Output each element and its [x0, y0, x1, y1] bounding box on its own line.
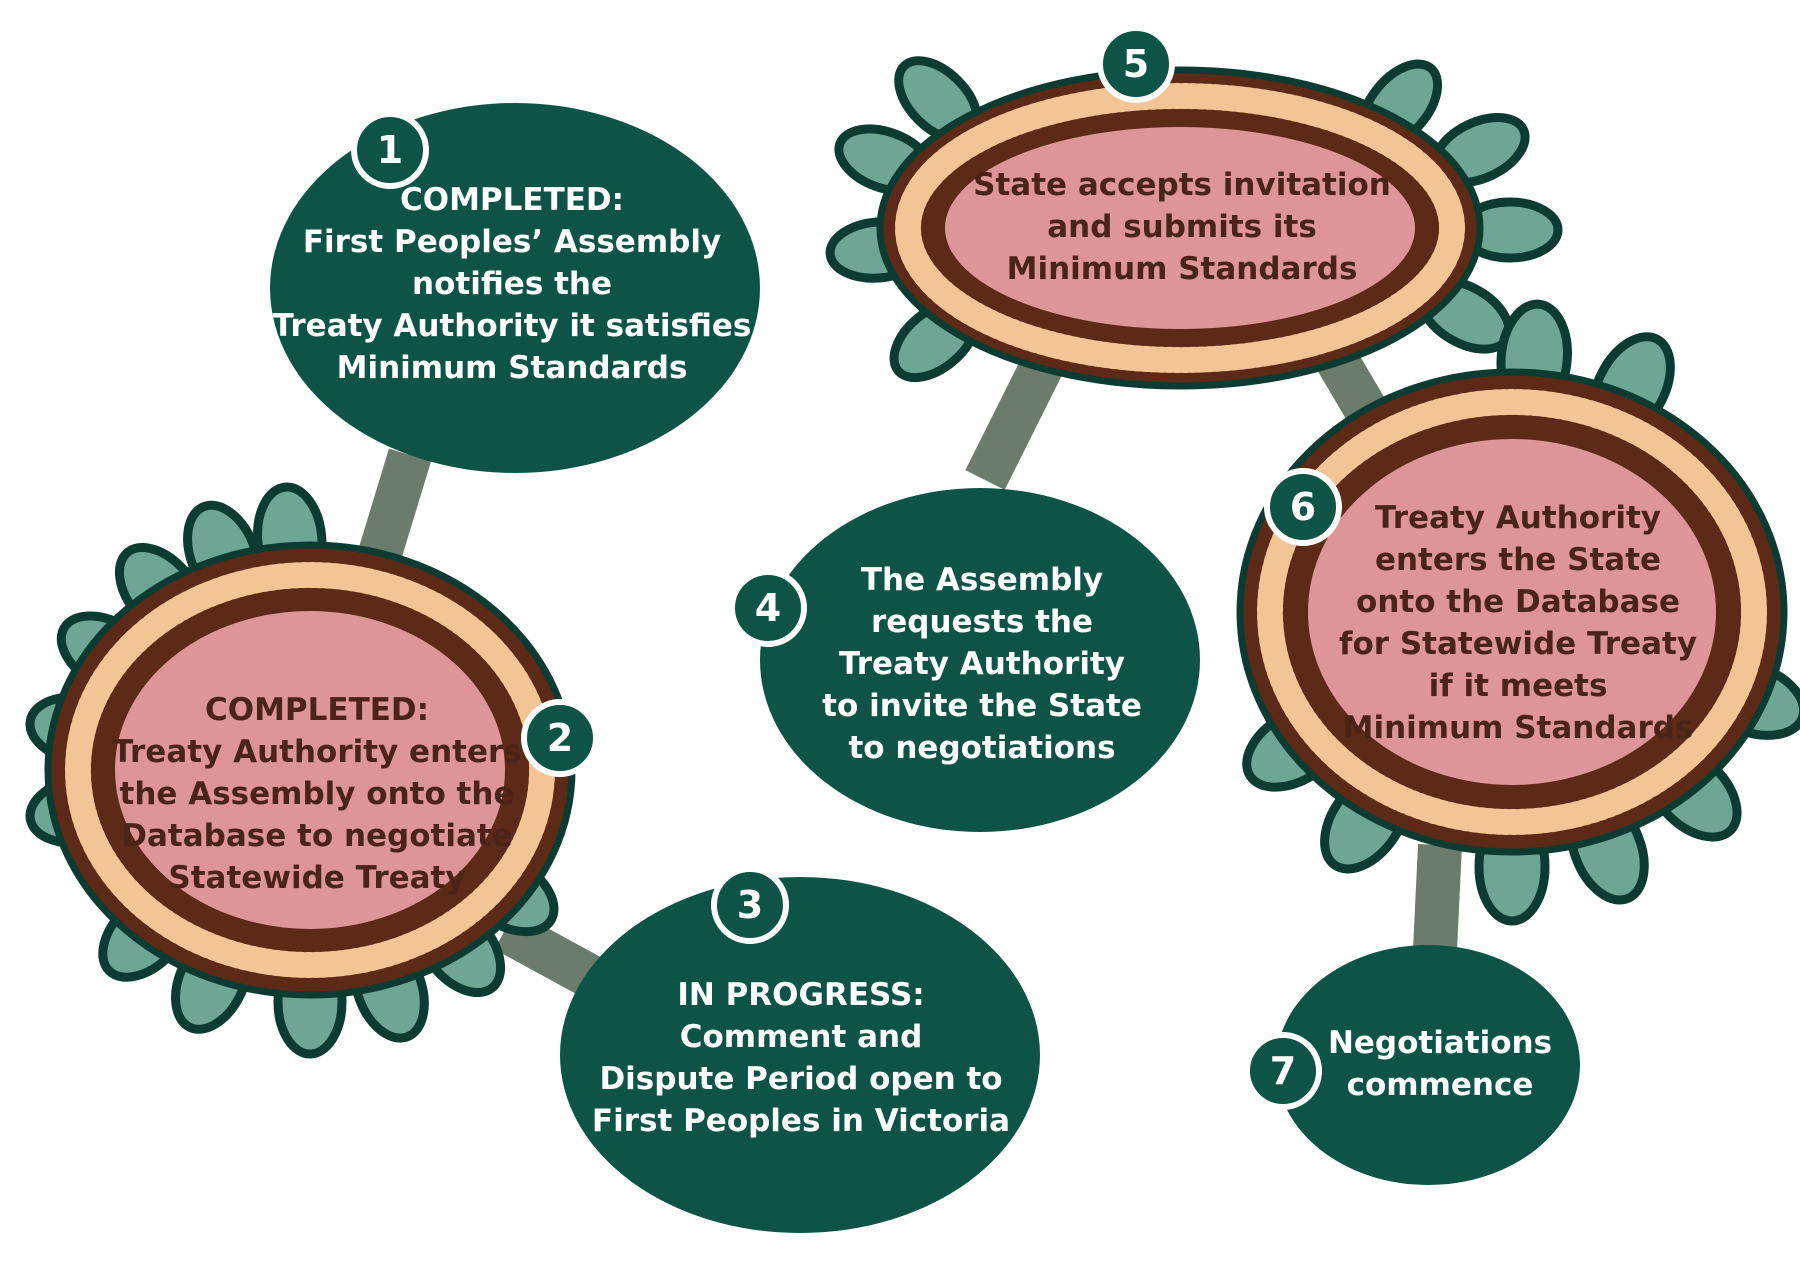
step-3-line: First Peoples in Victoria	[592, 1103, 1010, 1139]
step-5-line: Minimum Standards	[1007, 251, 1358, 287]
step-1-line: COMPLETED:	[400, 182, 624, 218]
step-2-line: the Assembly onto the	[120, 776, 515, 812]
step-1-badge: 1	[351, 111, 429, 189]
step-6: Treaty Authority enters the State onto t…	[1236, 299, 1800, 926]
step-2-line: Treaty Authority enters	[112, 734, 521, 770]
step-6-line: if it meets	[1429, 668, 1608, 704]
step-5-text: State accepts invitation and submits its…	[973, 167, 1391, 287]
step-4-line: The Assembly	[861, 562, 1103, 598]
step-1-oval	[270, 103, 760, 473]
step-5-number: 5	[1123, 42, 1149, 86]
step-3-number: 3	[737, 883, 763, 927]
step-5-line: State accepts invitation	[973, 167, 1391, 203]
step-1-line: First Peoples’ Assembly	[303, 224, 721, 260]
step-6-dot-ring	[1257, 389, 1767, 835]
step-2-inner	[109, 605, 511, 935]
step-4-line: requests the	[871, 604, 1093, 640]
step-6-line: Treaty Authority	[1375, 500, 1661, 536]
step-1-line: notifies the	[412, 266, 612, 302]
step-3-text: IN PROGRESS: Comment and Dispute Period …	[592, 977, 1010, 1139]
step-1-text: COMPLETED: First Peoples’ Assembly notif…	[273, 182, 752, 386]
step-7-badge: 7	[1244, 1032, 1322, 1110]
step-7: Negotiations commence 7	[1244, 945, 1580, 1185]
step-2-line: COMPLETED:	[205, 692, 429, 728]
step-2-text: COMPLETED: Treaty Authority enters the A…	[112, 692, 521, 896]
step-4-line: to invite the State	[822, 688, 1142, 724]
step-7-oval	[1276, 945, 1580, 1185]
step-5-inner	[939, 121, 1421, 335]
step-3-line: IN PROGRESS:	[677, 977, 924, 1013]
step-4-line: to negotiations	[848, 730, 1115, 766]
step-2: COMPLETED: Treaty Authority enters the A…	[25, 482, 599, 1059]
step-6-badge: 6	[1264, 468, 1342, 546]
step-4-badge: 4	[729, 569, 807, 647]
step-6-number: 6	[1290, 485, 1316, 529]
step-4: The Assembly requests the Treaty Authori…	[729, 488, 1200, 832]
step-6-inner	[1302, 433, 1722, 791]
step-5-line: and submits its	[1047, 209, 1317, 245]
step-1-line: Minimum Standards	[337, 350, 688, 386]
step-2-line: Database to negotiate	[121, 818, 512, 854]
step-4-oval	[760, 488, 1200, 832]
step-2-number: 2	[547, 716, 573, 760]
step-6-text: Treaty Authority enters the State onto t…	[1339, 500, 1697, 746]
step-7-number: 7	[1270, 1049, 1296, 1093]
step-4-text: The Assembly requests the Treaty Authori…	[822, 562, 1142, 766]
step-3-badge: 3	[711, 866, 789, 944]
step-6-line: enters the State	[1375, 542, 1661, 578]
step-6-line: for Statewide Treaty	[1339, 626, 1697, 662]
step-2-badge: 2	[521, 699, 599, 777]
step-6-line: Minimum Standards	[1343, 710, 1694, 746]
step-1-number: 1	[377, 128, 403, 172]
step-5: State accepts invitation and submits its…	[825, 25, 1563, 390]
step-1: COMPLETED: First Peoples’ Assembly notif…	[270, 103, 760, 473]
step-3: IN PROGRESS: Comment and Dispute Period …	[560, 866, 1040, 1233]
step-5-badge: 5	[1097, 25, 1175, 103]
step-7-line: commence	[1347, 1067, 1534, 1103]
step-6-line: onto the Database	[1356, 584, 1680, 620]
step-7-line: Negotiations	[1328, 1025, 1552, 1061]
step-3-line: Dispute Period open to	[599, 1061, 1002, 1097]
step-4-line: Treaty Authority	[839, 646, 1125, 682]
step-7-text: Negotiations commence	[1328, 1025, 1552, 1103]
step-3-line: Comment and	[680, 1019, 923, 1055]
connector-6-7	[1413, 843, 1462, 952]
step-3-oval	[560, 877, 1040, 1233]
step-2-line: Statewide Treaty	[168, 860, 465, 896]
step-5-dot-ring	[895, 83, 1465, 373]
step-1-line: Treaty Authority it satisfies	[273, 308, 752, 344]
step-4-number: 4	[755, 586, 781, 630]
